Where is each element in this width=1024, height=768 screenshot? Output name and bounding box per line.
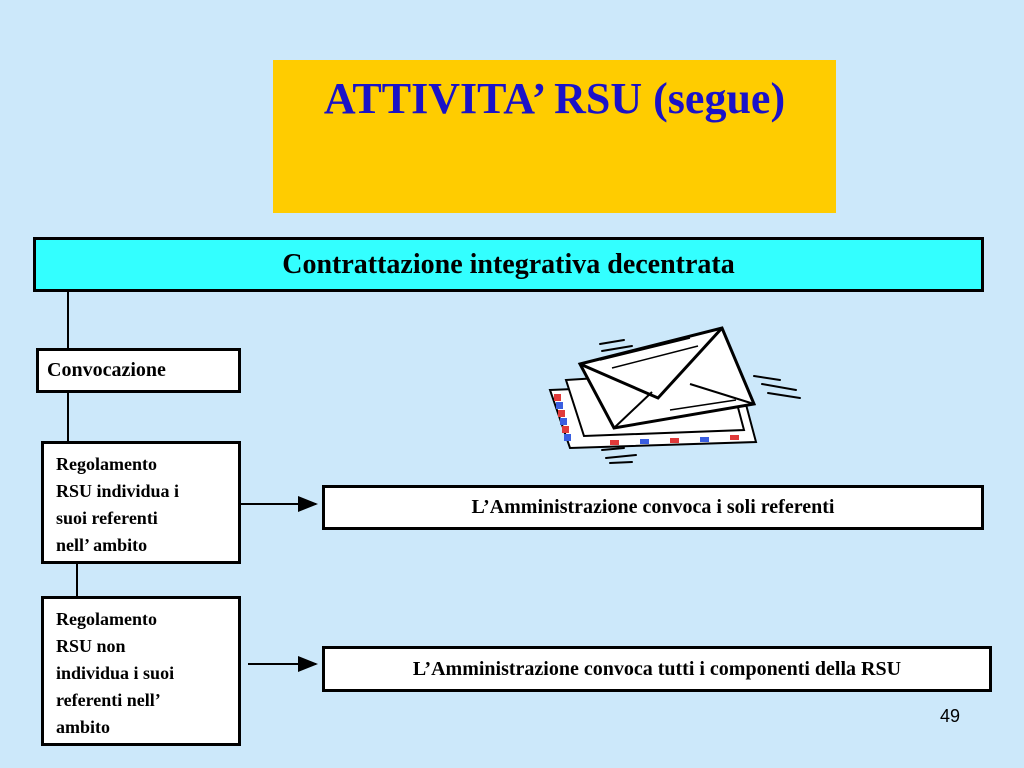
envelope-icon xyxy=(548,326,801,464)
header-box: Contrattazione integrativa decentrata xyxy=(33,237,984,292)
slide-title: ATTIVITA’ RSU (segue) xyxy=(323,74,786,123)
case-2-line: RSU non xyxy=(56,636,126,656)
case-2-line: ambito xyxy=(56,717,110,737)
case-1-line: Regolamento xyxy=(56,454,157,474)
convocazione-box: Convocazione xyxy=(36,348,241,393)
case-2-line: referenti nell’ xyxy=(56,690,161,710)
case-1-line: nell’ ambito xyxy=(56,535,148,555)
case-2-line: Regolamento xyxy=(56,609,157,629)
case-1-box: Regolamento RSU individua i suoi referen… xyxy=(41,441,241,564)
outcome-1-box: L’Amministrazione convoca i soli referen… xyxy=(322,485,984,530)
case-1-line: RSU individua i xyxy=(56,481,180,501)
connector-header-to-step xyxy=(67,292,69,348)
connector-case-1-to-case-2 xyxy=(76,564,78,596)
case-2-line: individua i suoi xyxy=(56,663,175,683)
page-number: 49 xyxy=(939,706,961,726)
case-1-line: suoi referenti xyxy=(56,508,158,528)
case-2-box: Regolamento RSU non individua i suoi ref… xyxy=(41,596,241,746)
title-box: ATTIVITA’ RSU (segue) xyxy=(273,60,836,213)
outcome-2-box: L’Amministrazione convoca tutti i compon… xyxy=(322,646,992,692)
connector-step-to-case-1 xyxy=(67,393,69,441)
